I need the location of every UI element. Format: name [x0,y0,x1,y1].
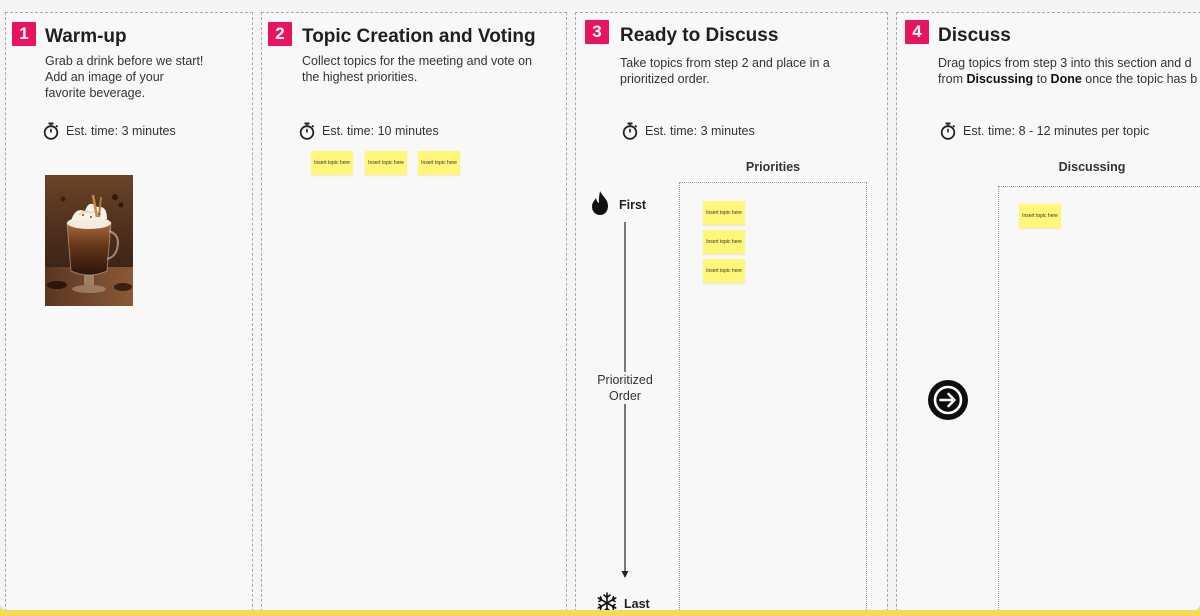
est-time-label: Est. time: 3 minutes [66,124,176,138]
est-time-label: Est. time: 3 minutes [645,124,755,138]
sticky-note[interactable]: Insert topic here [703,201,745,225]
step-number-badge: 2 [268,22,292,46]
stopwatch-icon [940,122,956,140]
step-number-badge: 4 [905,20,929,44]
sticky-note[interactable]: Insert topic here [703,230,745,254]
beverage-image[interactable] [45,175,133,306]
step-title: Warm-up [45,26,127,47]
est-time-row: Est. time: 10 minutes [299,122,439,140]
snowflake-icon [597,592,617,610]
discussing-label: Discussing [1058,160,1126,174]
order-first-label: First [619,198,647,212]
stopwatch-icon [622,122,638,140]
est-time-row: Est. time: 3 minutes [43,122,176,140]
priorities-frame[interactable] [679,182,867,610]
sticky-note[interactable]: Insert topic here [1019,204,1061,228]
est-time-row: Est. time: 8 - 12 minutes per topic [940,122,1149,140]
frame-topic-creation[interactable] [261,12,567,610]
step-number-badge: 3 [585,20,609,44]
step-title: Ready to Discuss [620,25,779,46]
step-description: Drag topics from step 3 into this sectio… [938,56,1198,86]
sticky-note[interactable]: Insert topic here [365,151,407,175]
step-title: Discuss [938,25,1011,46]
sticky-note[interactable]: Insert topic here [418,151,460,175]
order-last-label: Last [624,597,650,610]
step-description: Take topics from step 2 and place in a p… [620,56,830,86]
frame-ready-to-discuss[interactable] [575,12,888,610]
step-number-badge: 1 [12,22,36,46]
stopwatch-icon [299,122,315,140]
est-time-row: Est. time: 3 minutes [622,122,755,140]
hot-chocolate-picture [45,175,133,306]
step-description: Collect topics for the meeting and vote … [302,54,532,84]
frame-discuss[interactable] [896,12,1200,610]
prioritized-order-label: Prioritized Order [588,372,662,404]
sticky-note[interactable]: Insert topic here [703,259,745,283]
est-time-label: Est. time: 8 - 12 minutes per topic [963,124,1150,138]
discussing-frame[interactable] [998,186,1200,610]
sticky-note[interactable]: Insert topic here [311,151,353,175]
arrow-right-circle-icon[interactable] [928,380,968,420]
step-title: Topic Creation and Voting [302,26,536,47]
frame-warm-up[interactable] [5,12,253,610]
priorities-label: Priorities [745,160,801,174]
stopwatch-icon [43,122,59,140]
step-description: Grab a drink before we start! Add an ima… [45,54,204,100]
est-time-label: Est. time: 10 minutes [322,124,439,138]
flame-icon [592,191,608,215]
